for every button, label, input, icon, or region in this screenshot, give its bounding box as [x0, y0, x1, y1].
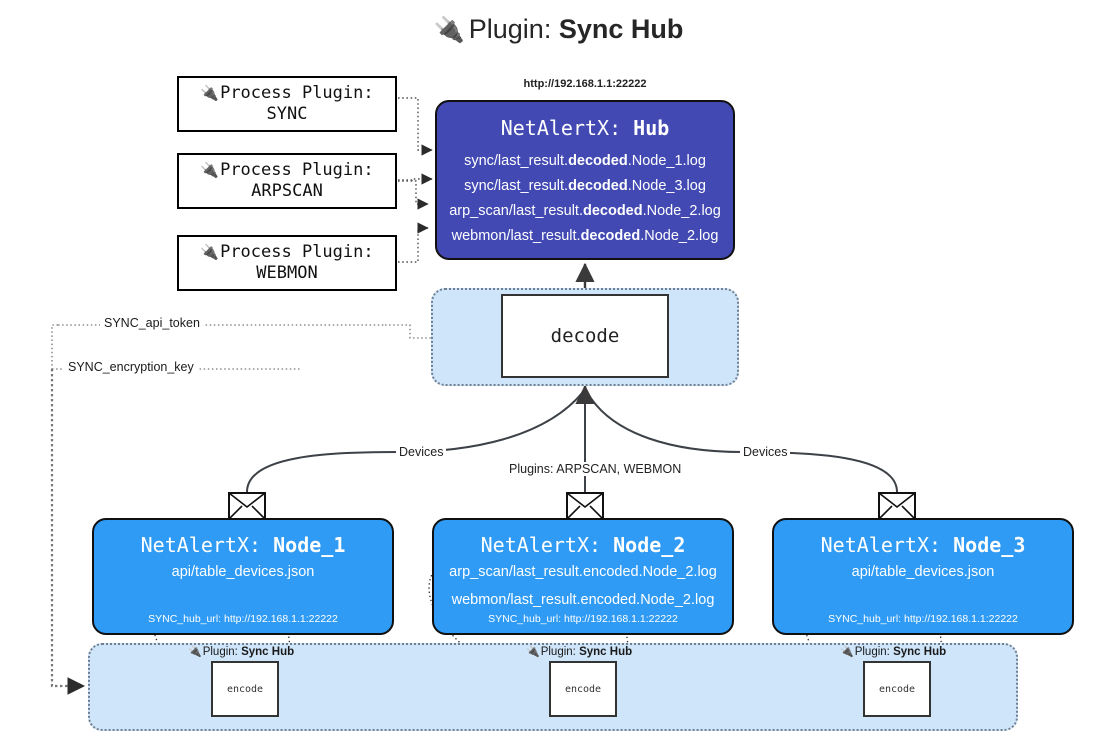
decode-box[interactable]: decode: [501, 294, 669, 378]
process-plugin-arpscan-box[interactable]: 🔌Process Plugin: ARPSCAN: [177, 153, 397, 209]
process-plugin-sync-box[interactable]: 🔌Process Plugin: SYNC: [177, 76, 397, 132]
plug-icon: 🔌: [433, 16, 465, 44]
plug-icon: 🔌: [200, 244, 220, 261]
page-title-name: Sync Hub: [558, 14, 684, 44]
hub-title-name: Hub: [633, 116, 670, 140]
plug-icon: 🔌: [188, 646, 202, 658]
node-title: NetAlertX: Node_3: [820, 533, 1026, 557]
process-plugin-label: Process Plugin:: [220, 242, 374, 262]
plug-icon: 🔌: [200, 162, 220, 179]
hub-log-line: webmon/last_result.decoded.Node_2.log: [451, 228, 719, 244]
process-plugin-name: SYNC: [266, 104, 308, 124]
hub-title: NetAlertX: Hub: [437, 116, 733, 140]
node-data-line: api/table_devices.json: [171, 564, 315, 580]
hub-log-line: arp_scan/last_result.decoded.Node_2.log: [449, 203, 721, 219]
encode-plugin-label-2: 🔌Plugin: Sync Hub: [526, 646, 633, 658]
encode-plugin-label-1: 🔌Plugin: Sync Hub: [188, 646, 295, 658]
node-title: NetAlertX: Node_1: [140, 533, 346, 557]
node-box-3[interactable]: NetAlertX: Node_3 api/table_devices.json…: [772, 518, 1074, 635]
node-data-line: api/table_devices.json: [851, 564, 995, 580]
process-plugin-label: Process Plugin:: [220, 83, 374, 103]
encode-box-3[interactable]: encode: [863, 661, 931, 717]
page-title-prefix: Plugin:: [468, 14, 552, 44]
process-plugin-webmon-box[interactable]: 🔌Process Plugin: WEBMON: [177, 235, 397, 291]
node-box-1[interactable]: NetAlertX: Node_1 api/table_devices.json…: [92, 518, 394, 635]
edge-label-center-plugins: Plugins: ARPSCAN, WEBMON: [506, 462, 685, 476]
hub-url-label: http://192.168.1.1:22222: [523, 78, 647, 90]
hub-box[interactable]: NetAlertX: Hub sync/last_result.decoded.…: [435, 100, 735, 260]
hub-title-prefix: NetAlertX:: [500, 116, 622, 140]
encode-box-2[interactable]: encode: [549, 661, 617, 717]
process-plugin-name: ARPSCAN: [251, 181, 323, 201]
node-data-line: arp_scan/last_result.encoded.Node_2.log: [449, 564, 717, 580]
envelope-icon[interactable]: [878, 492, 916, 525]
node-data-line: webmon/last_result.encoded.Node_2.log: [451, 592, 715, 608]
node-box-2[interactable]: NetAlertX: Node_2 arp_scan/last_result.e…: [432, 518, 734, 635]
encode-plugin-label-3: 🔌Plugin: Sync Hub: [840, 646, 947, 658]
node-title: NetAlertX: Node_2: [480, 533, 686, 557]
process-plugin-name: WEBMON: [256, 263, 318, 283]
plug-icon: 🔌: [840, 646, 854, 658]
sync-encryption-key-label: SYNC_encryption_key: [64, 360, 198, 374]
envelope-icon[interactable]: [228, 492, 266, 525]
node-footer: SYNC_hub_url: http://192.168.1.1:22222: [488, 613, 678, 625]
page-title: 🔌Plugin: Sync Hub: [0, 14, 1117, 45]
edge-label-left-devices: Devices: [396, 445, 447, 459]
hub-log-line: sync/last_result.decoded.Node_3.log: [464, 178, 706, 194]
envelope-icon[interactable]: [566, 492, 604, 525]
edge-label-right-devices: Devices: [740, 445, 791, 459]
hub-log-line: sync/last_result.decoded.Node_1.log: [464, 153, 706, 169]
process-plugin-label: Process Plugin:: [220, 160, 374, 180]
encode-box-1[interactable]: encode: [211, 661, 279, 717]
plug-icon: 🔌: [526, 646, 540, 658]
sync-api-token-label: SYNC_api_token: [100, 316, 204, 330]
node-footer: SYNC_hub_url: http://192.168.1.1:22222: [828, 613, 1018, 625]
node-footer: SYNC_hub_url: http://192.168.1.1:22222: [148, 613, 338, 625]
plug-icon: 🔌: [200, 85, 220, 102]
